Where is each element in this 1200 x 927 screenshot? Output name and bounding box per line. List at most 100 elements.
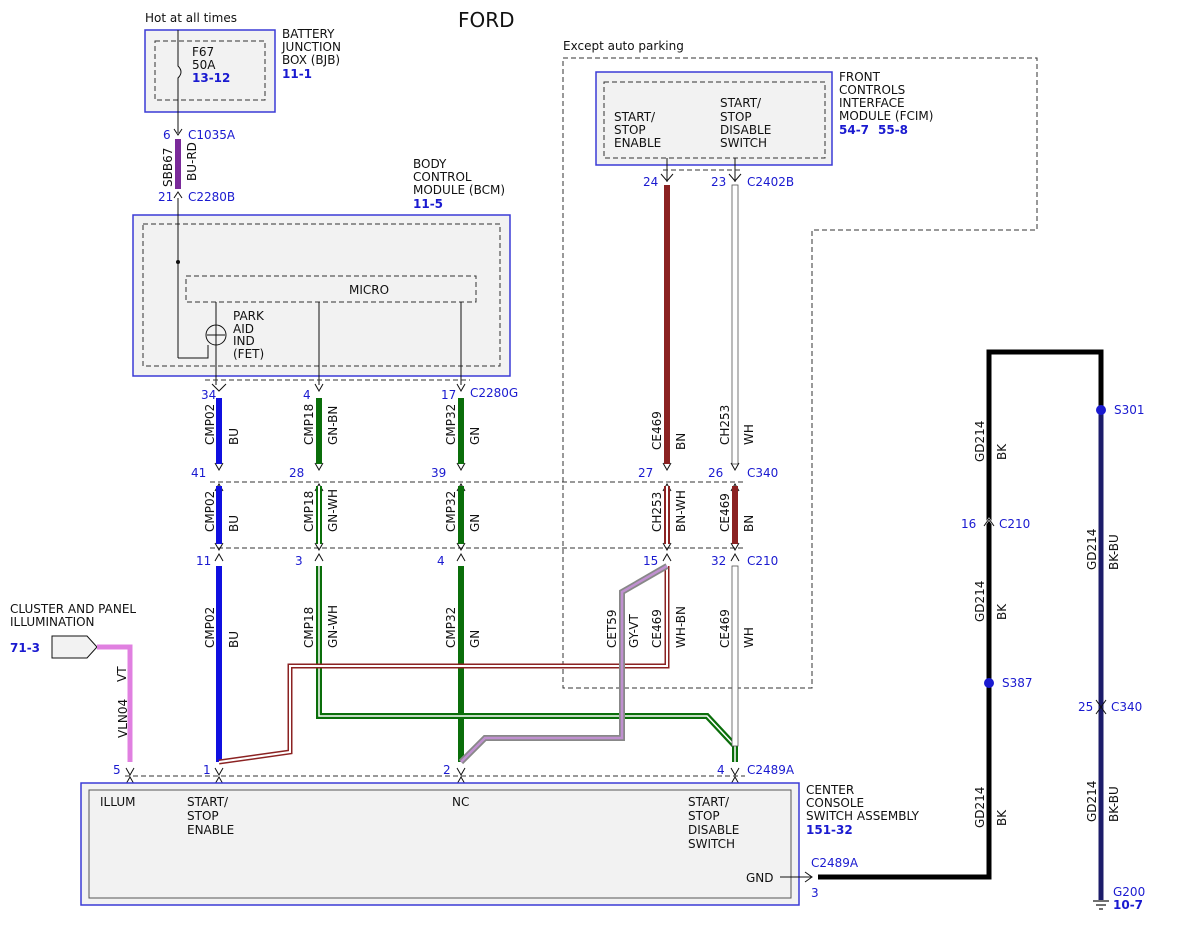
ccsa-label-2: CONSOLE: [806, 796, 864, 810]
pin-2: 2: [443, 763, 451, 777]
fcim-sse-3: ENABLE: [614, 136, 661, 150]
ccsa-box: [80, 782, 800, 906]
wire-sbb67-label: SBB67: [161, 148, 175, 187]
gnd-conn: C2489A: [811, 856, 859, 870]
pin-28: 28: [289, 466, 304, 480]
wire-ce469-bn-seg1: [664, 185, 670, 464]
bjb-label-3: BOX (BJB): [282, 53, 340, 67]
label-vln04-color: VT: [115, 666, 129, 682]
pin-4-c210: 4: [437, 554, 445, 568]
g200-ref: 10-7: [1113, 898, 1143, 912]
label-w4-c3: CE469: [650, 609, 664, 648]
gnd-c340-conn: C340: [1111, 700, 1142, 714]
splice-s301: [1096, 405, 1106, 415]
pin-5: 5: [113, 763, 121, 777]
ccsa-ssd-1: START/: [688, 795, 730, 809]
ccsa-nc: NC: [452, 795, 469, 809]
fcim-conn: C2402B: [747, 175, 794, 189]
fcim-ssd-2: STOP: [720, 110, 752, 124]
gnd-c210-conn: C210: [999, 517, 1030, 531]
auto-parking-region: [562, 57, 1038, 689]
wire-ce469-whbn: [218, 566, 670, 765]
label-gd-5-color: BK-BU: [1107, 786, 1121, 822]
wire-cmp02-seg2: [216, 486, 222, 544]
bcm-pin-top: 21: [158, 190, 173, 204]
fcim-ssd-1: START/: [720, 96, 762, 110]
bjb-inner: [154, 40, 266, 101]
label-w2-col2: GN-WH: [326, 489, 340, 532]
gnd-c340-pin: 25: [1078, 700, 1093, 714]
wire-sbb67-color: BU-RD: [185, 142, 199, 181]
ccsa-label-3: SWITCH ASSEMBLY: [806, 809, 920, 823]
gnd-c210-pin: 16: [961, 517, 976, 531]
label-gd-5: GD214: [1085, 781, 1099, 822]
wire-cmp02-seg1: [216, 398, 222, 464]
fuse-name: F67: [192, 45, 214, 59]
ccsa-ssd-3: DISABLE: [688, 823, 739, 837]
cluster-label-1: CLUSTER AND PANEL: [10, 602, 136, 616]
ccsa-illum: ILLUM: [100, 795, 135, 809]
label-w4-c2: CH253: [650, 492, 664, 532]
fcim-label-4: MODULE (FCIM): [839, 109, 933, 123]
splice-s387: [984, 678, 994, 688]
label-w4-col3: WH-BN: [674, 606, 688, 648]
bjb-pin-top: 6: [163, 128, 171, 142]
label-w4-col2: BN-WH: [674, 490, 688, 532]
fcim-pin-23: 23: [711, 175, 726, 189]
label-w4-c1: CE469: [650, 411, 664, 450]
ccsa-ref: 151-32: [806, 823, 853, 837]
g200-label: G200: [1113, 885, 1145, 899]
micro-block: [185, 275, 477, 303]
ccsa-sse-2: STOP: [187, 809, 219, 823]
bjb-conn-top: C1035A: [188, 128, 236, 142]
label-w2-c2: CMP18: [302, 491, 316, 532]
s301-label: S301: [1114, 403, 1145, 417]
label-w1-c1: CMP02: [203, 404, 217, 445]
fcim-box: [595, 71, 833, 166]
fcim-ref-2: 55-8: [878, 123, 908, 137]
pin-3: 3: [295, 554, 303, 568]
label-w3-c1: CMP32: [444, 404, 458, 445]
label-gd-3-color: BK: [995, 809, 1009, 826]
ccsa-sse-1: START/: [187, 795, 229, 809]
label-w2-col1: GN-BN: [326, 406, 340, 445]
pin-11: 11: [196, 554, 211, 568]
label-w4-col4: GY-VT: [627, 614, 641, 648]
bcm-label-2: CONTROL: [413, 170, 472, 184]
c340-conn: C340: [747, 466, 778, 480]
label-w5-c2: CE469: [718, 493, 732, 532]
label-gd-3: GD214: [973, 787, 987, 828]
label-w5-c1: CH253: [718, 405, 732, 445]
label-w3-c3: CMP32: [444, 607, 458, 648]
ccsa-label-1: CENTER: [806, 783, 854, 797]
pin-32: 32: [711, 554, 726, 568]
fcim-ssd-4: SWITCH: [720, 136, 767, 150]
cluster-connector: [51, 635, 98, 659]
label-w2-col3: GN-WH: [326, 605, 340, 648]
bcm-ref: 11-5: [413, 197, 443, 211]
wire-ce469-wh-seg3: [731, 565, 739, 747]
label-w2-c3: CMP18: [302, 607, 316, 648]
label-w5-col3: WH: [742, 627, 756, 648]
s387-label: S387: [1002, 676, 1033, 690]
pin-4-bcm: 4: [303, 388, 311, 402]
gnd-pin: 3: [811, 886, 819, 900]
fet-label-4: (FET): [233, 347, 264, 361]
label-w1-c2: CMP02: [203, 491, 217, 532]
pin-26: 26: [708, 466, 723, 480]
fuse-rating: 50A: [192, 58, 216, 72]
wire-sbb67: [175, 139, 181, 189]
pin-17: 17: [441, 388, 456, 402]
label-gd-2-color: BK: [995, 603, 1009, 620]
fet-label-2: AID: [233, 322, 254, 336]
fcim-pin-24: 24: [643, 175, 658, 189]
fcim-label-3: INTERFACE: [839, 96, 905, 110]
label-w5-c3: CE469: [718, 609, 732, 648]
label-gd-1-color: BK: [995, 443, 1009, 460]
wire-cmp32-seg2: [458, 486, 464, 544]
label-gd-4-color: BK-BU: [1107, 534, 1121, 570]
pin-41: 41: [191, 466, 206, 480]
except-note: Except auto parking: [563, 39, 684, 53]
fet-label-3: IND: [233, 334, 255, 348]
fcim-ref-1: 54-7: [839, 123, 869, 137]
